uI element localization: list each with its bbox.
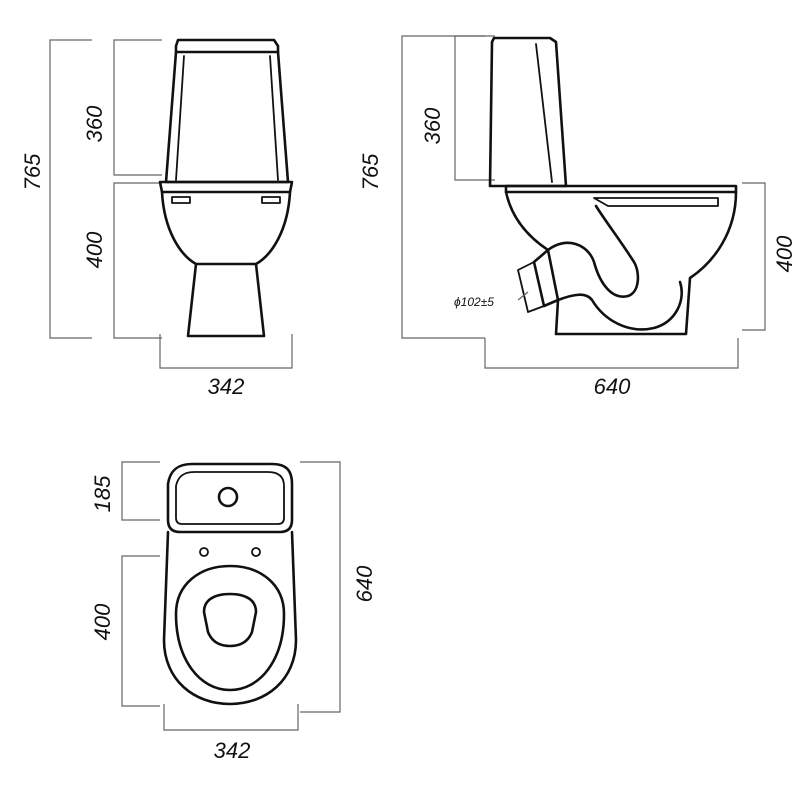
side-tank-outline [488,36,568,188]
top-tank-outline [166,462,294,534]
side-tank-height-bracket [454,35,495,181]
front-hinge-left [171,196,191,204]
front-bowl-height-label: 400 [82,231,107,268]
top-view [121,461,341,731]
side-tank-height-label: 360 [420,107,445,144]
side-bowl-height-bracket [742,182,766,331]
side-bowl-outline [504,190,738,336]
top-seat-outline [174,564,286,692]
side-trapway-outer [546,204,640,298]
top-flush-button [217,486,239,508]
front-tank-height-bracket [113,39,162,176]
side-view [401,35,766,369]
side-depth-label: 640 [594,374,631,399]
side-outlet-leader [517,291,529,301]
front-total-height-label: 765 [20,153,45,190]
front-seat-band [158,180,294,194]
top-total-depth-bracket [300,461,341,713]
side-trapway-inner [556,280,683,331]
top-bowl-depth-label: 400 [90,603,115,640]
side-outlet-end [517,261,545,313]
side-outlet-diameter-label: ϕ102±5 [454,295,494,309]
top-total-depth-label: 640 [352,565,377,602]
front-hinge-right [261,196,281,204]
front-width-bracket [159,334,293,369]
front-width-label: 342 [208,374,245,399]
front-bowl-outline [160,190,292,266]
front-pedestal-outline [186,262,266,338]
front-tank-inner-line [175,55,279,181]
front-bowl-height-bracket [113,182,162,339]
side-depth-bracket [484,338,739,369]
side-bowl-height-label: 400 [772,235,797,272]
front-total-height-bracket [49,39,92,339]
top-bowl-depth-bracket [121,555,160,707]
side-total-height-label: 765 [358,153,383,190]
top-hinge-hole-right [251,547,261,557]
front-view [49,38,294,369]
front-tank-height-label: 360 [82,105,107,142]
side-total-height-bracket [401,35,485,339]
top-seat-opening [202,592,258,648]
top-tank-depth-bracket [121,461,160,521]
front-tank-body [164,50,290,184]
top-width-bracket [163,704,299,731]
top-width-label: 342 [214,738,251,763]
top-tank-depth-label: 185 [90,475,115,512]
top-tank-inner-outline [175,471,285,525]
top-hinge-hole-left [199,547,209,557]
side-seat-rim [593,197,719,207]
side-seat-outline [504,184,738,194]
top-bowl-outline [162,530,298,706]
side-tank-inner-line [535,43,553,183]
front-tank-outline [174,38,280,54]
